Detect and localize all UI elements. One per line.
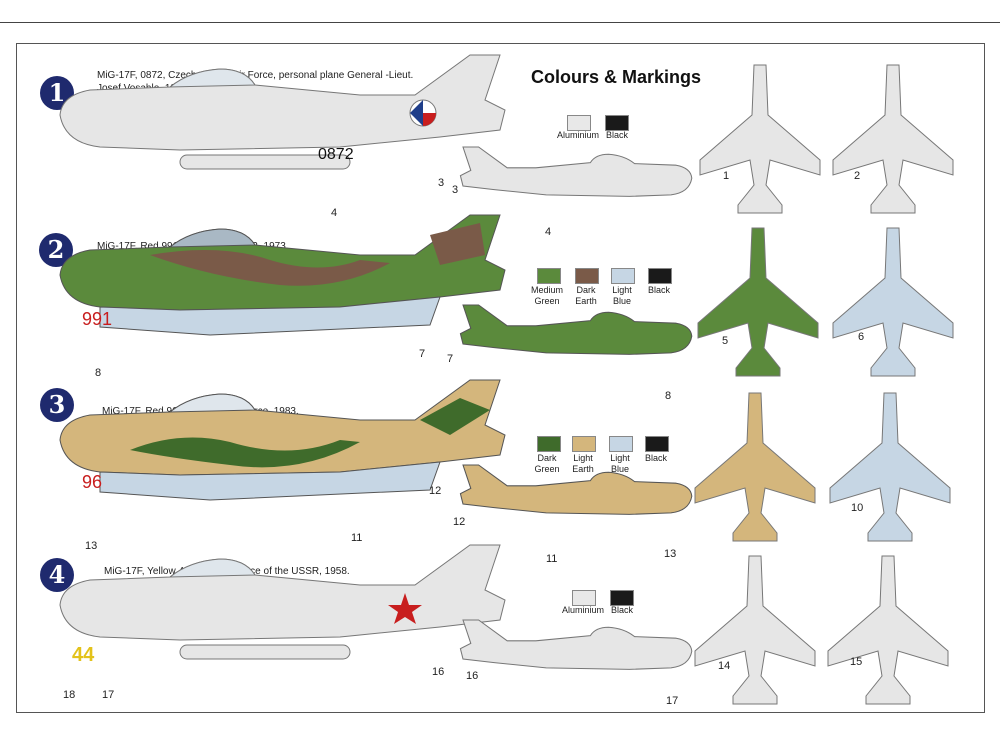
callout-number: 3 (452, 184, 459, 196)
swatch-label: Light Earth (572, 453, 594, 474)
scheme-1-side-view: 0872 (59, 54, 506, 170)
callout-number: 11 (351, 532, 363, 544)
swatch-light-blue-2 (611, 268, 635, 284)
callout-number: 4 (545, 226, 552, 238)
scheme-1-serial: 0872 (318, 146, 354, 163)
callout-number: 8 (665, 390, 672, 402)
callout-number: 11 (546, 553, 558, 565)
scheme-2-serial: 991 (82, 309, 112, 329)
swatch-label: Light Blue (612, 285, 632, 306)
callout-number: 13 (85, 540, 98, 552)
swatch-label: Black (647, 285, 670, 295)
callout-number: 3 (438, 177, 445, 189)
swatch-black-4 (610, 590, 634, 606)
swatch-black-3 (645, 436, 669, 452)
swatch-label: Black (644, 453, 667, 463)
top-rule (0, 22, 1000, 23)
callout-number: 10 (851, 502, 864, 514)
swatch-label: Dark Earth (575, 285, 597, 306)
swatch-black-1 (605, 115, 629, 131)
scheme-4-side-view: 44 (59, 544, 506, 666)
swatch-black-2 (648, 268, 672, 284)
scheme-2-badge: 2 (39, 233, 73, 267)
swatch-light-blue-3 (609, 436, 633, 452)
scheme-4-serial: 44 (72, 644, 95, 666)
callout-number: 8 (95, 367, 102, 379)
callout-number: 7 (419, 348, 426, 360)
callout-number: 1 (723, 170, 730, 182)
swatch-label: Medium Green (530, 285, 563, 306)
scheme-4-small-view (459, 619, 693, 670)
swatch-label: Black (605, 130, 628, 140)
plan-views (694, 64, 954, 705)
callout-number: 16 (432, 666, 445, 678)
scheme-2-side-view: 991 (59, 214, 506, 336)
swatch-light-earth (572, 436, 596, 452)
scheme-1-small-view (459, 146, 693, 197)
callout-number: 7 (447, 353, 454, 365)
callout-number: 4 (331, 207, 338, 219)
callout-number: 15 (850, 656, 863, 668)
scheme-3-badge: 3 (40, 388, 74, 422)
swatch-label: Light Blue (610, 453, 630, 474)
scheme-1-caption-line1: MiG-17F, 0872, Czechoslovak Air Force, p… (97, 70, 414, 81)
swatch-aluminium-4 (572, 590, 596, 606)
scheme-2-small-view (459, 304, 693, 355)
callout-number: 16 (466, 670, 479, 682)
swatch-dark-earth (575, 268, 599, 284)
callout-number: 5 (722, 335, 729, 347)
scheme-3-side-view: 96 (59, 379, 506, 501)
scheme-4-badge: 4 (40, 558, 74, 592)
callout-number: 12 (429, 485, 442, 497)
swatch-label: Black (610, 605, 633, 615)
callout-number: 17 (666, 695, 679, 707)
swatch-label: Aluminium (556, 130, 599, 140)
callout-number: 13 (664, 548, 677, 560)
scheme-3-serial: 96 (82, 472, 102, 492)
page-title: Colours & Markings (531, 67, 702, 87)
swatch-medium-green (537, 268, 561, 284)
swatch-aluminium-1 (567, 115, 591, 131)
swatch-label: Aluminium (561, 605, 604, 615)
swatch-dark-green (537, 436, 561, 452)
callout-number: 12 (453, 516, 466, 528)
callout-number: 6 (858, 331, 865, 343)
callout-number: 17 (102, 689, 115, 701)
swatch-label: Dark Green (534, 453, 560, 474)
callout-number: 14 (718, 660, 731, 672)
scheme-3-small-view (459, 464, 693, 515)
callout-number: 18 (63, 689, 76, 701)
callout-number: 2 (854, 170, 861, 182)
